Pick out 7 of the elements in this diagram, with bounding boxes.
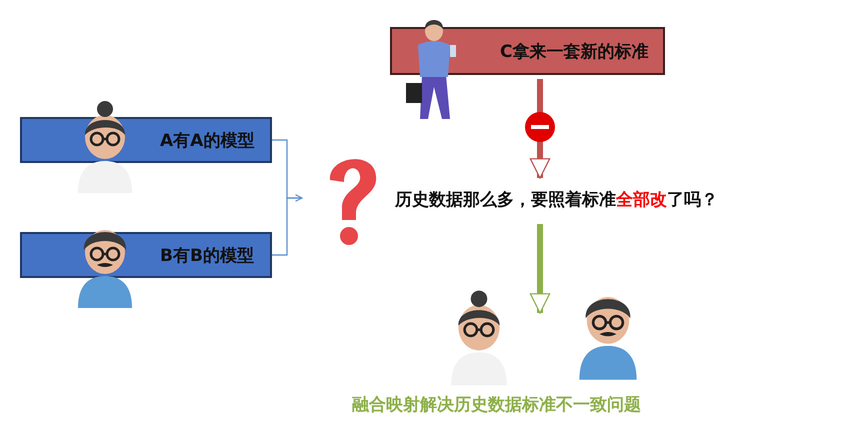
arrow	[530, 224, 550, 314]
conclusion-text: 融合映射解决历史数据标准不一致问题	[352, 394, 641, 416]
box-label: A有A的模型	[160, 130, 254, 152]
arrow	[272, 194, 302, 256]
question-text: 历史数据那么多，要照着标准全部改了吗？	[395, 189, 718, 211]
box-label: C拿来一套新的标准	[500, 41, 648, 63]
box-label: B有B的模型	[160, 245, 254, 267]
